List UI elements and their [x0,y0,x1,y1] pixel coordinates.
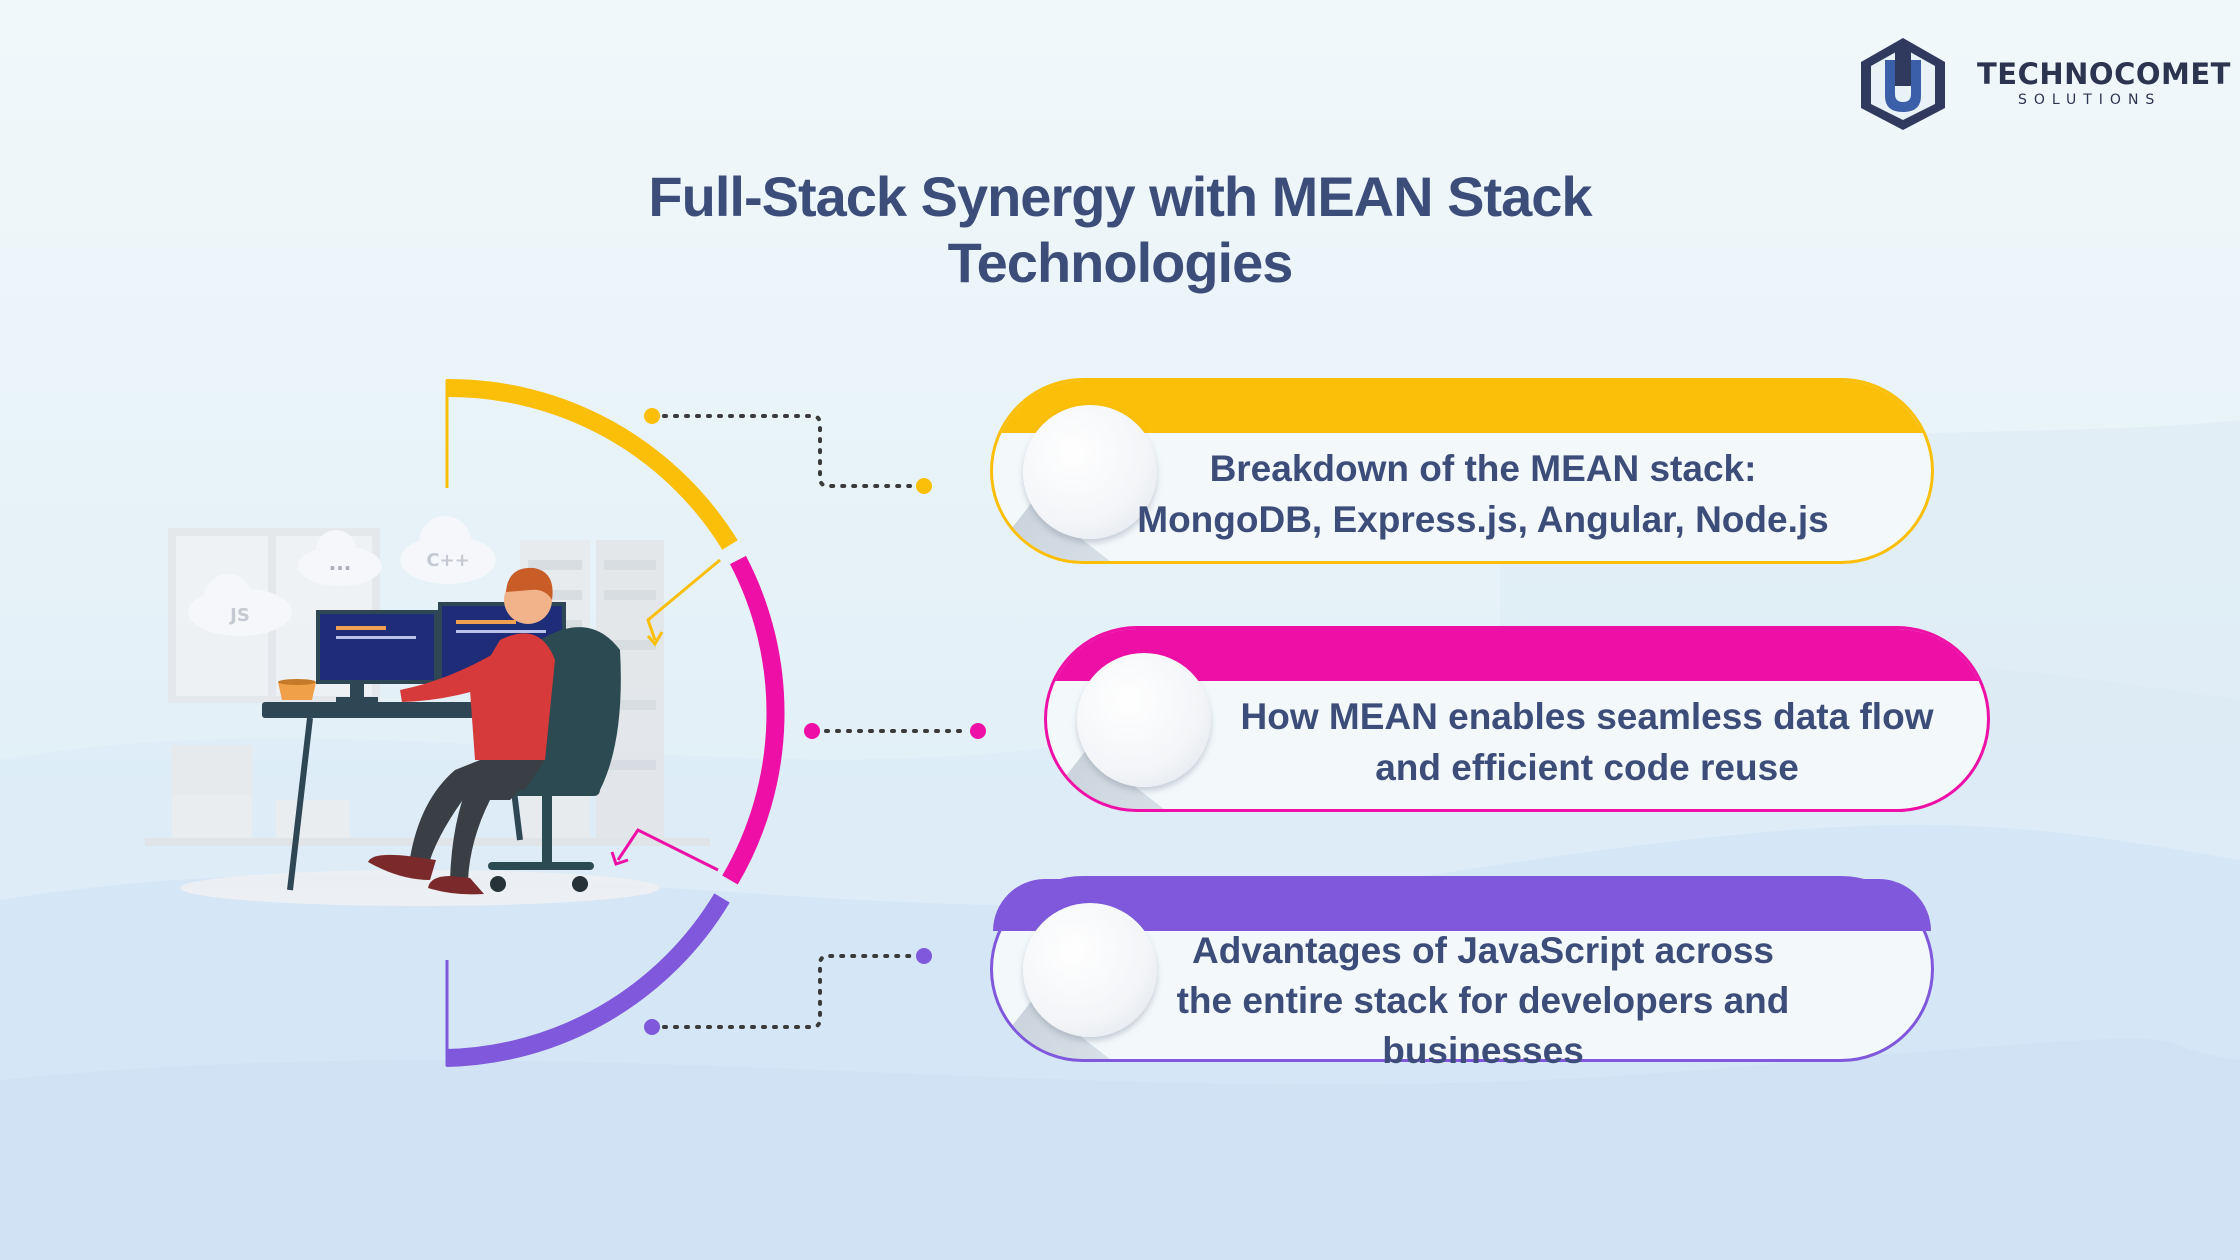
cpp-cloud-icon: C++ [400,516,496,584]
connector-magenta [804,723,986,739]
arc-magenta [722,555,785,885]
coffee-mug [278,679,316,700]
developer-person [368,567,555,895]
arc-yellow [445,378,738,550]
card-circle-icon [1077,653,1211,787]
card-color-bar [993,381,1931,433]
js-cloud-icon: JS [188,574,292,636]
arc-arrows [610,558,721,872]
card-text: Advantages of JavaScript across the enti… [1176,930,1790,1071]
brand-name: TECHNOCOMET [1977,57,2231,91]
info-card-3: Advantages of JavaScript across the enti… [990,876,1934,1071]
page-title: Full-Stack Synergy with MEAN Stack Techn… [648,165,1592,294]
card-text: Breakdown of the MEAN stack: MongoDB, Ex… [1137,448,1829,540]
monitor-left [316,610,438,703]
card-color-bar [1047,629,1987,681]
connector-purple [644,948,932,1035]
brand-logo: TECHNOCOMET SOLUTIONS [1855,34,2230,134]
technocomet-logo-icon [1861,38,1945,130]
info-card-2: How MEAN enables seamless data flow and … [1044,626,1990,812]
js-cloud-label: JS [228,605,250,626]
info-card-1: Breakdown of the MEAN stack: MongoDB, Ex… [990,378,1934,564]
card-color-bar [993,879,1931,931]
connector-yellow [644,408,932,494]
card-circle-icon [1023,903,1157,1037]
dots-cloud-icon: ... [298,530,382,586]
cpp-cloud-label: C++ [426,550,469,571]
card-circle-icon [1023,405,1157,539]
arc-segments [445,378,785,1067]
arc-purple [445,893,730,1067]
brand-tagline: SOLUTIONS [2018,92,2162,108]
dots-cloud-label: ... [329,551,352,575]
card-text: How MEAN enables seamless data flow and … [1240,696,1934,788]
